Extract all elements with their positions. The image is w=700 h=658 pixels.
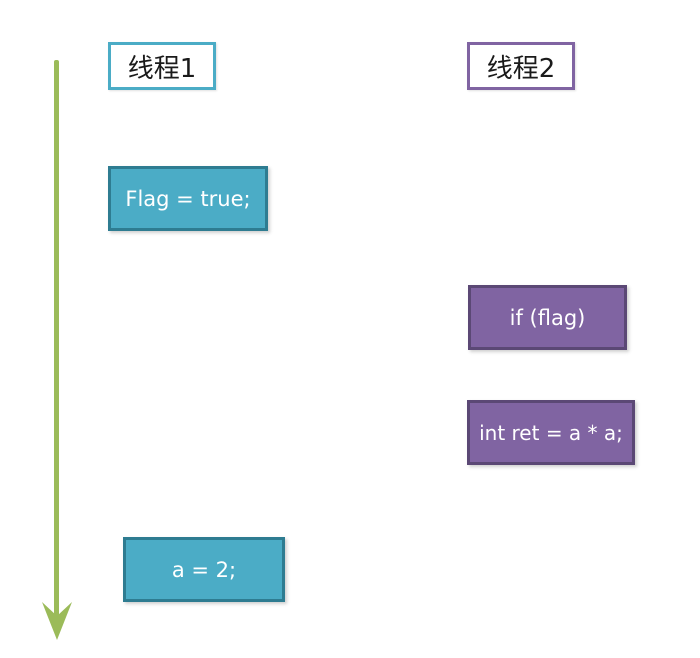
thread2-step-int-ret-text: int ret = a * a; <box>479 420 623 445</box>
timeline-line <box>54 60 59 618</box>
timeline-down-arrow-icon <box>42 60 72 640</box>
thread1-step-flag-true: Flag = true; <box>108 166 268 231</box>
thread1-label-text: 线程1 <box>127 53 197 84</box>
thread2-label: 线程2 <box>467 42 575 90</box>
thread1-label: 线程1 <box>108 42 216 90</box>
thread1-step-flag-true-text: Flag = true; <box>125 186 251 211</box>
thread2-label-text: 线程2 <box>486 53 556 84</box>
down-arrowhead-icon <box>42 602 72 640</box>
thread2-step-if-flag-text: if (flag) <box>509 305 586 330</box>
thread1-step-a-2-text: a = 2; <box>171 557 237 582</box>
thread2-step-if-flag: if (flag) <box>468 285 627 350</box>
thread1-step-a-2: a = 2; <box>123 537 285 602</box>
thread2-step-int-ret: int ret = a * a; <box>467 400 635 465</box>
